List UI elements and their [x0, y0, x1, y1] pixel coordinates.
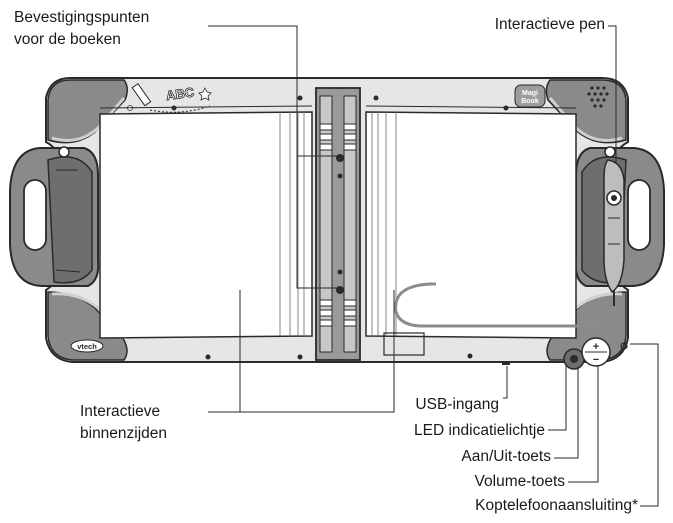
end-cap-top-right: [545, 79, 627, 144]
leader-inner-sides-right: [240, 290, 395, 413]
speaker-grille-icon: [587, 86, 609, 108]
leader-usb: [503, 366, 508, 399]
right-page: [365, 111, 577, 339]
left-page-edges: [279, 112, 305, 336]
label-headphone-jack: Koptelefoonaansluiting*: [475, 497, 638, 514]
volume-plus-icon: +: [593, 341, 599, 353]
spine-dot-1: [337, 173, 343, 179]
hinge-screw-right-top: [604, 146, 616, 158]
label-mounting-points-line2: voor de boeken: [14, 31, 121, 48]
label-interactive-pen: Interactieve pen: [494, 16, 605, 33]
label-volume-button: Volume-toets: [474, 473, 565, 490]
magibook-logo-line2: Book: [521, 98, 539, 105]
pencil-icon: [131, 82, 152, 107]
mounting-clips-top: [319, 123, 357, 151]
pen-cord-holder: [383, 332, 425, 356]
end-cap-top-left: [47, 79, 128, 144]
label-inner-sides-line2: binnenzijden: [80, 425, 168, 442]
vtech-logo-badge: [70, 339, 104, 353]
pen-cord: [394, 282, 616, 328]
interactive-pen: [603, 159, 625, 306]
magibook-logo-badge: [514, 84, 546, 108]
label-mounting-points-line1: Bevestigingspunten: [14, 9, 150, 26]
mounting-point-bottom: [336, 286, 344, 294]
leader-headphone: [630, 343, 659, 507]
label-led-light: LED indicatielichtje: [414, 422, 545, 439]
label-usb-port: USB-ingang: [415, 396, 499, 413]
dotted-underline: [149, 105, 211, 113]
vtech-logo: vtech: [77, 342, 97, 351]
headphone-jack: [620, 342, 628, 350]
spine-channel-right: [343, 95, 357, 353]
star-icon: [198, 87, 212, 101]
mounting-point-top: [336, 154, 344, 162]
right-page-edges: [371, 112, 397, 336]
volume-minus-icon: −: [593, 354, 599, 366]
usb-port: [502, 361, 510, 365]
right-page-top-edge: [365, 105, 577, 109]
label-power-button: Aan/Uit-toets: [461, 448, 551, 465]
leader-mounting-points: [208, 25, 338, 157]
led-indicator: [570, 355, 578, 363]
hinge-screw-left-top: [58, 146, 70, 158]
leader-power: [554, 368, 579, 459]
leader-lines: [208, 25, 659, 507]
body-screws: [171, 95, 509, 360]
leader-volume: [568, 366, 599, 483]
leader-interactive-pen: [608, 25, 617, 164]
leader-led: [548, 366, 567, 431]
left-page: [99, 111, 313, 339]
abc-sticker: ABC: [165, 84, 196, 103]
mounting-clips-bottom: [319, 299, 357, 327]
magibook-logo-line1: Magi: [522, 90, 538, 97]
left-page-top-edge: [99, 105, 313, 109]
left-handle: [9, 147, 100, 287]
cap-rim-top-left: [51, 97, 126, 142]
cap-rim-bottom-left: [51, 292, 126, 339]
spine-dot-2: [337, 269, 343, 275]
label-inner-sides-line1: Interactieve: [80, 403, 161, 420]
leader-mounting-points-bottom: [296, 156, 338, 289]
